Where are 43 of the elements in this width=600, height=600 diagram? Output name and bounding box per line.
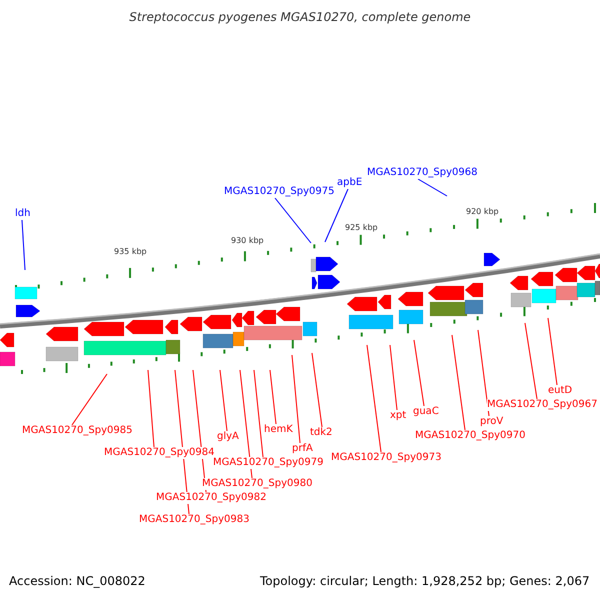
- gene-label: MGAS10270_Spy0970: [415, 430, 526, 442]
- gene-label: MGAS10270_Spy0968: [367, 167, 478, 179]
- scale-label: 920 kbp: [466, 206, 499, 218]
- leader-line: [274, 198, 312, 244]
- leader-line: [418, 178, 448, 196]
- leader-line: [312, 352, 322, 428]
- leader-line: [240, 370, 252, 478]
- genome-summary-text: Topology: circular; Length: 1,928,252 bp; Genes: 2,067: [260, 575, 590, 587]
- gene-label: MGAS10270_Spy0983: [139, 514, 250, 526]
- leader-line: [254, 370, 264, 458]
- leader-line: [22, 220, 26, 270]
- leader-line: [452, 334, 466, 430]
- gene-label: xpt: [390, 410, 406, 422]
- leader-line: [524, 322, 538, 400]
- accession-text: Accession: NC_008022: [9, 575, 146, 587]
- leader-line: [220, 370, 228, 432]
- scale-label: 935 kbp: [114, 246, 147, 258]
- gene-label: MGAS10270_Spy0973: [331, 452, 442, 464]
- leader-line: [548, 318, 558, 386]
- leader-line: [270, 370, 276, 424]
- scale-label: 930 kbp: [231, 235, 264, 247]
- leader-line: [414, 340, 424, 406]
- leader-line: [72, 374, 108, 426]
- leader-line: [366, 344, 382, 452]
- scale-label: 925 kbp: [345, 222, 378, 234]
- gene-label: MGAS10270_Spy0982: [156, 492, 266, 504]
- gene-label: MGAS10270_Spy0979: [213, 457, 324, 469]
- leader-line: [390, 344, 398, 410]
- gene-label: guaC: [413, 406, 439, 418]
- gene-label: proV: [480, 416, 504, 428]
- leader-line: [148, 370, 154, 448]
- gene-label: MGAS10270_Spy0975: [224, 186, 334, 198]
- leader-line: [478, 330, 490, 416]
- gene-label: apbE: [337, 177, 362, 189]
- gene-label: MGAS10270_Spy0967: [487, 399, 598, 411]
- gene-label: MGAS10270_Spy0980: [202, 478, 312, 490]
- gene-label: MGAS10270_Spy0985: [22, 425, 132, 437]
- leader-line: [292, 354, 300, 444]
- leader-line: [324, 188, 348, 242]
- gene-label: MGAS10270_Spy0984: [104, 447, 214, 459]
- map-title: Streptococcus pyogenes MGAS10270, complete genome: [128, 11, 472, 23]
- gene-label: prfA: [292, 443, 313, 455]
- gene-label: glyA: [217, 431, 239, 443]
